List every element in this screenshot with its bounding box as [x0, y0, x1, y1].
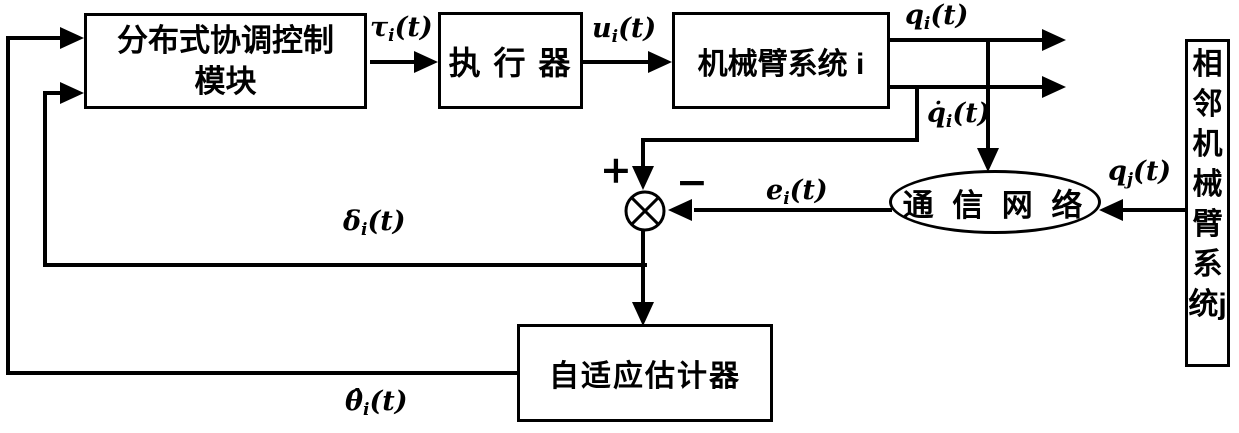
signal-label-qdot: q̇i(t) [927, 100, 990, 131]
sum-plus-sign: + [600, 151, 632, 189]
arrowhead-network-icon [977, 148, 999, 172]
arrowhead-estimator-icon [632, 302, 654, 326]
connector-network-branch-v [986, 38, 990, 150]
sum-junction-icon [624, 190, 666, 232]
block-manipulator-system-i: 机械臂系统 i [672, 12, 890, 109]
arrowhead-tau-icon [414, 51, 438, 73]
connector-qdot-feedback-h [641, 138, 919, 142]
ellipse-communication-network: 通 信 网 络 [889, 170, 1101, 234]
block-distributed-controller-line1: 分布式协调控制 [117, 20, 334, 61]
signal-label-u: ui(t) [592, 15, 656, 46]
signal-label-theta-hat: θ̂i(t) [345, 388, 408, 419]
block-adaptive-estimator: 自适应估计器 [517, 324, 773, 422]
block-actuator-label: 执 行 器 [449, 38, 573, 84]
connector-sum-out-v [641, 230, 645, 304]
arrowhead-feedback2-icon [60, 82, 84, 104]
connector-qdot-out [890, 85, 1043, 89]
arrowhead-qi-out-icon [1042, 29, 1066, 51]
arrowhead-sum-in-icon [632, 166, 654, 190]
connector-feedback1-in [6, 36, 64, 40]
connector-delta-v [43, 91, 47, 267]
ellipse-communication-network-label: 通 信 网 络 [903, 180, 1088, 225]
connector-u [583, 60, 650, 64]
connector-theta-h [6, 371, 517, 375]
signal-label-tau: τi(t) [370, 14, 433, 45]
connector-e [694, 208, 892, 212]
connector-theta-v [6, 36, 10, 375]
block-distributed-controller-line2: 模块 [195, 61, 257, 102]
arrowhead-feedback1-icon [60, 27, 84, 49]
connector-delta-h [43, 263, 647, 267]
block-distributed-controller: 分布式协调控制 模块 [84, 13, 367, 109]
signal-label-qj: qj(t) [1108, 158, 1171, 189]
arrowhead-qdot-out-icon [1042, 76, 1066, 98]
connector-qi-out [890, 38, 1043, 42]
connector-qj [1122, 208, 1186, 212]
connector-sum-in-v [641, 138, 645, 168]
signal-label-e: ei(t) [766, 177, 828, 208]
sum-minus-sign: − [676, 163, 708, 201]
connector-tau [370, 60, 416, 64]
signal-label-qi: qi(t) [905, 2, 968, 33]
block-manipulator-system-i-label: 机械臂系统 i [698, 39, 865, 83]
block-adaptive-estimator-label: 自适应估计器 [549, 351, 741, 395]
signal-label-delta: δi(t) [343, 208, 406, 239]
block-neighbor-manipulator-j-label: 相邻机械臂系统j [1188, 45, 1227, 325]
connector-qdot-feedback-v [915, 85, 919, 142]
arrowhead-qj-icon [1099, 199, 1123, 221]
block-actuator: 执 行 器 [438, 12, 583, 109]
arrowhead-u-icon [648, 51, 672, 73]
block-neighbor-manipulator-j: 相邻机械臂系统j [1185, 39, 1230, 367]
